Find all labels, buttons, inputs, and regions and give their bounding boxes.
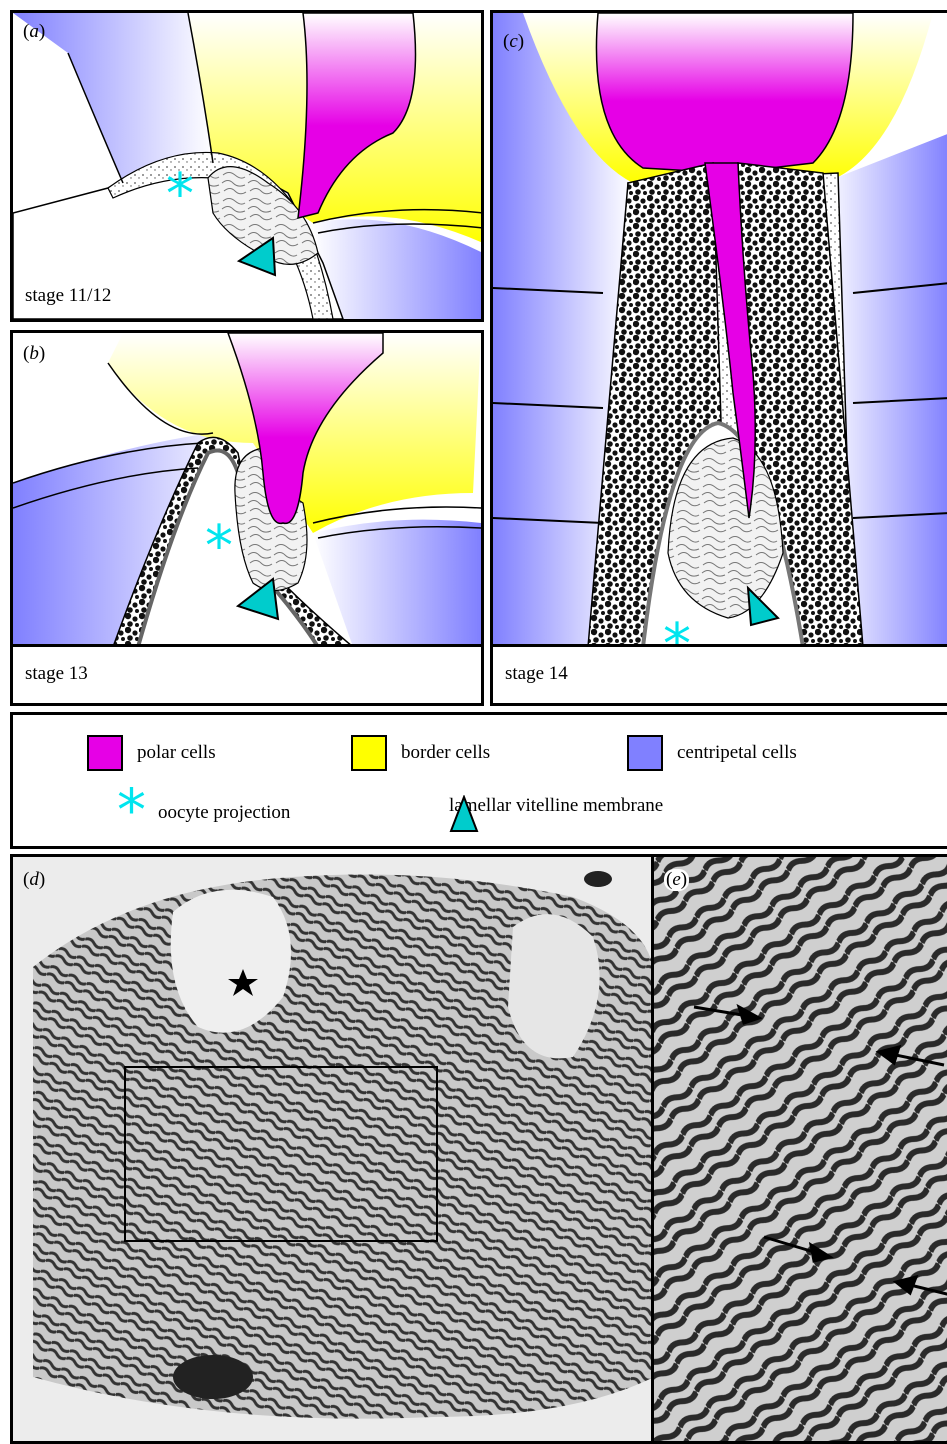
asterisk-icon: * <box>117 795 146 831</box>
dark-inclusion-top <box>584 871 612 887</box>
stage-bar-c: stage 14 <box>493 644 947 703</box>
border-swatch <box>351 735 387 771</box>
panel-c-illustration: * <box>493 13 947 647</box>
panel-b-illustration: * <box>13 333 481 647</box>
polar-cells <box>596 13 853 173</box>
panel-label-c: (c) <box>503 31 524 53</box>
legend-item-polar: polar cells <box>87 735 216 771</box>
panel-d: (d) <box>10 854 654 1444</box>
panel-label-e: (e) <box>664 869 689 891</box>
stage-label-a: stage 11/12 <box>25 285 111 307</box>
legend-label-centripetal: centripetal cells <box>677 742 797 764</box>
legend-label-border: border cells <box>401 742 490 764</box>
legend-item-lamellar: lamellar vitelline membrane <box>449 795 663 817</box>
triangle-icon <box>449 795 479 833</box>
legend-label-polar: polar cells <box>137 742 216 764</box>
panel-d-micrograph <box>13 857 654 1444</box>
panel-a-illustration: * <box>13 13 481 319</box>
asterisk-icon: * <box>663 612 691 647</box>
stage-label-b: stage 13 <box>25 663 88 685</box>
centripetal-swatch <box>627 735 663 771</box>
panel-e-micrograph <box>654 857 947 1444</box>
panel-label-a: (a) <box>23 21 45 43</box>
polar-swatch <box>87 735 123 771</box>
centripetal-cells-right <box>313 520 481 647</box>
legend: polar cells border cells centripetal cel… <box>10 712 947 849</box>
asterisk-icon: * <box>166 162 194 227</box>
panel-e: (e) <box>651 854 947 1444</box>
panel-a: * (a) stage 11/12 <box>10 10 484 322</box>
legend-label-lamellar: lamellar vitelline membrane <box>449 795 663 817</box>
legend-label-oocyte: oocyte projection <box>158 802 290 824</box>
lamellar-texture <box>654 857 947 1444</box>
legend-item-oocyte: * oocyte projection <box>117 795 290 831</box>
dark-inclusion <box>173 1355 253 1399</box>
stage-label-c: stage 14 <box>505 663 568 685</box>
panel-b: * (b) stage 13 <box>10 330 484 706</box>
panel-label-d: (d) <box>23 869 45 891</box>
panel-c: * (c) stage 14 <box>490 10 947 706</box>
stage-bar-b: stage 13 <box>13 644 481 703</box>
legend-item-centripetal: centripetal cells <box>627 735 797 771</box>
asterisk-icon: * <box>205 514 233 579</box>
panel-label-b: (b) <box>23 343 45 365</box>
legend-item-border: border cells <box>351 735 490 771</box>
